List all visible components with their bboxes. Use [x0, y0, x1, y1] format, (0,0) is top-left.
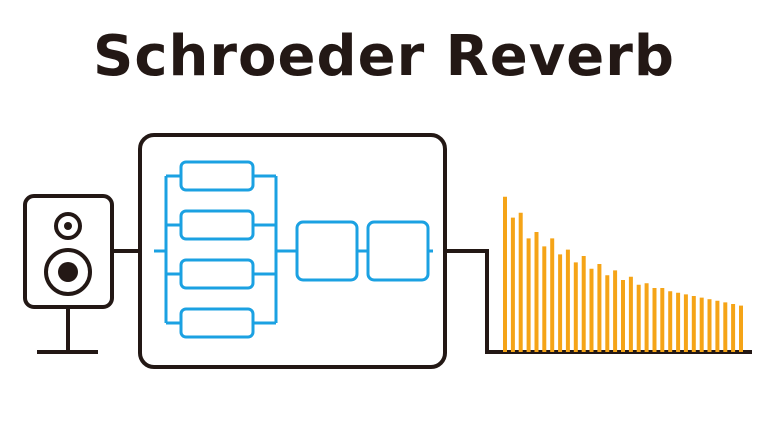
tweeter	[54, 212, 82, 240]
title: Schroeder Reverb	[93, 24, 675, 89]
woofer	[44, 248, 92, 296]
allpass-filter-2	[366, 220, 430, 282]
woofer-center	[58, 262, 78, 282]
comb-filter-2	[179, 209, 255, 241]
speaker-icon	[23, 194, 114, 354]
comb-filter-3	[179, 258, 255, 290]
output-wire	[445, 249, 752, 354]
filter-network	[154, 160, 433, 339]
comb-filter-1	[179, 160, 255, 192]
allpass-filter-1	[295, 220, 359, 282]
comb-filter-4	[179, 307, 255, 339]
reverb-unit	[138, 133, 447, 369]
tweeter-center	[64, 222, 72, 230]
impulse-response	[503, 196, 743, 352]
